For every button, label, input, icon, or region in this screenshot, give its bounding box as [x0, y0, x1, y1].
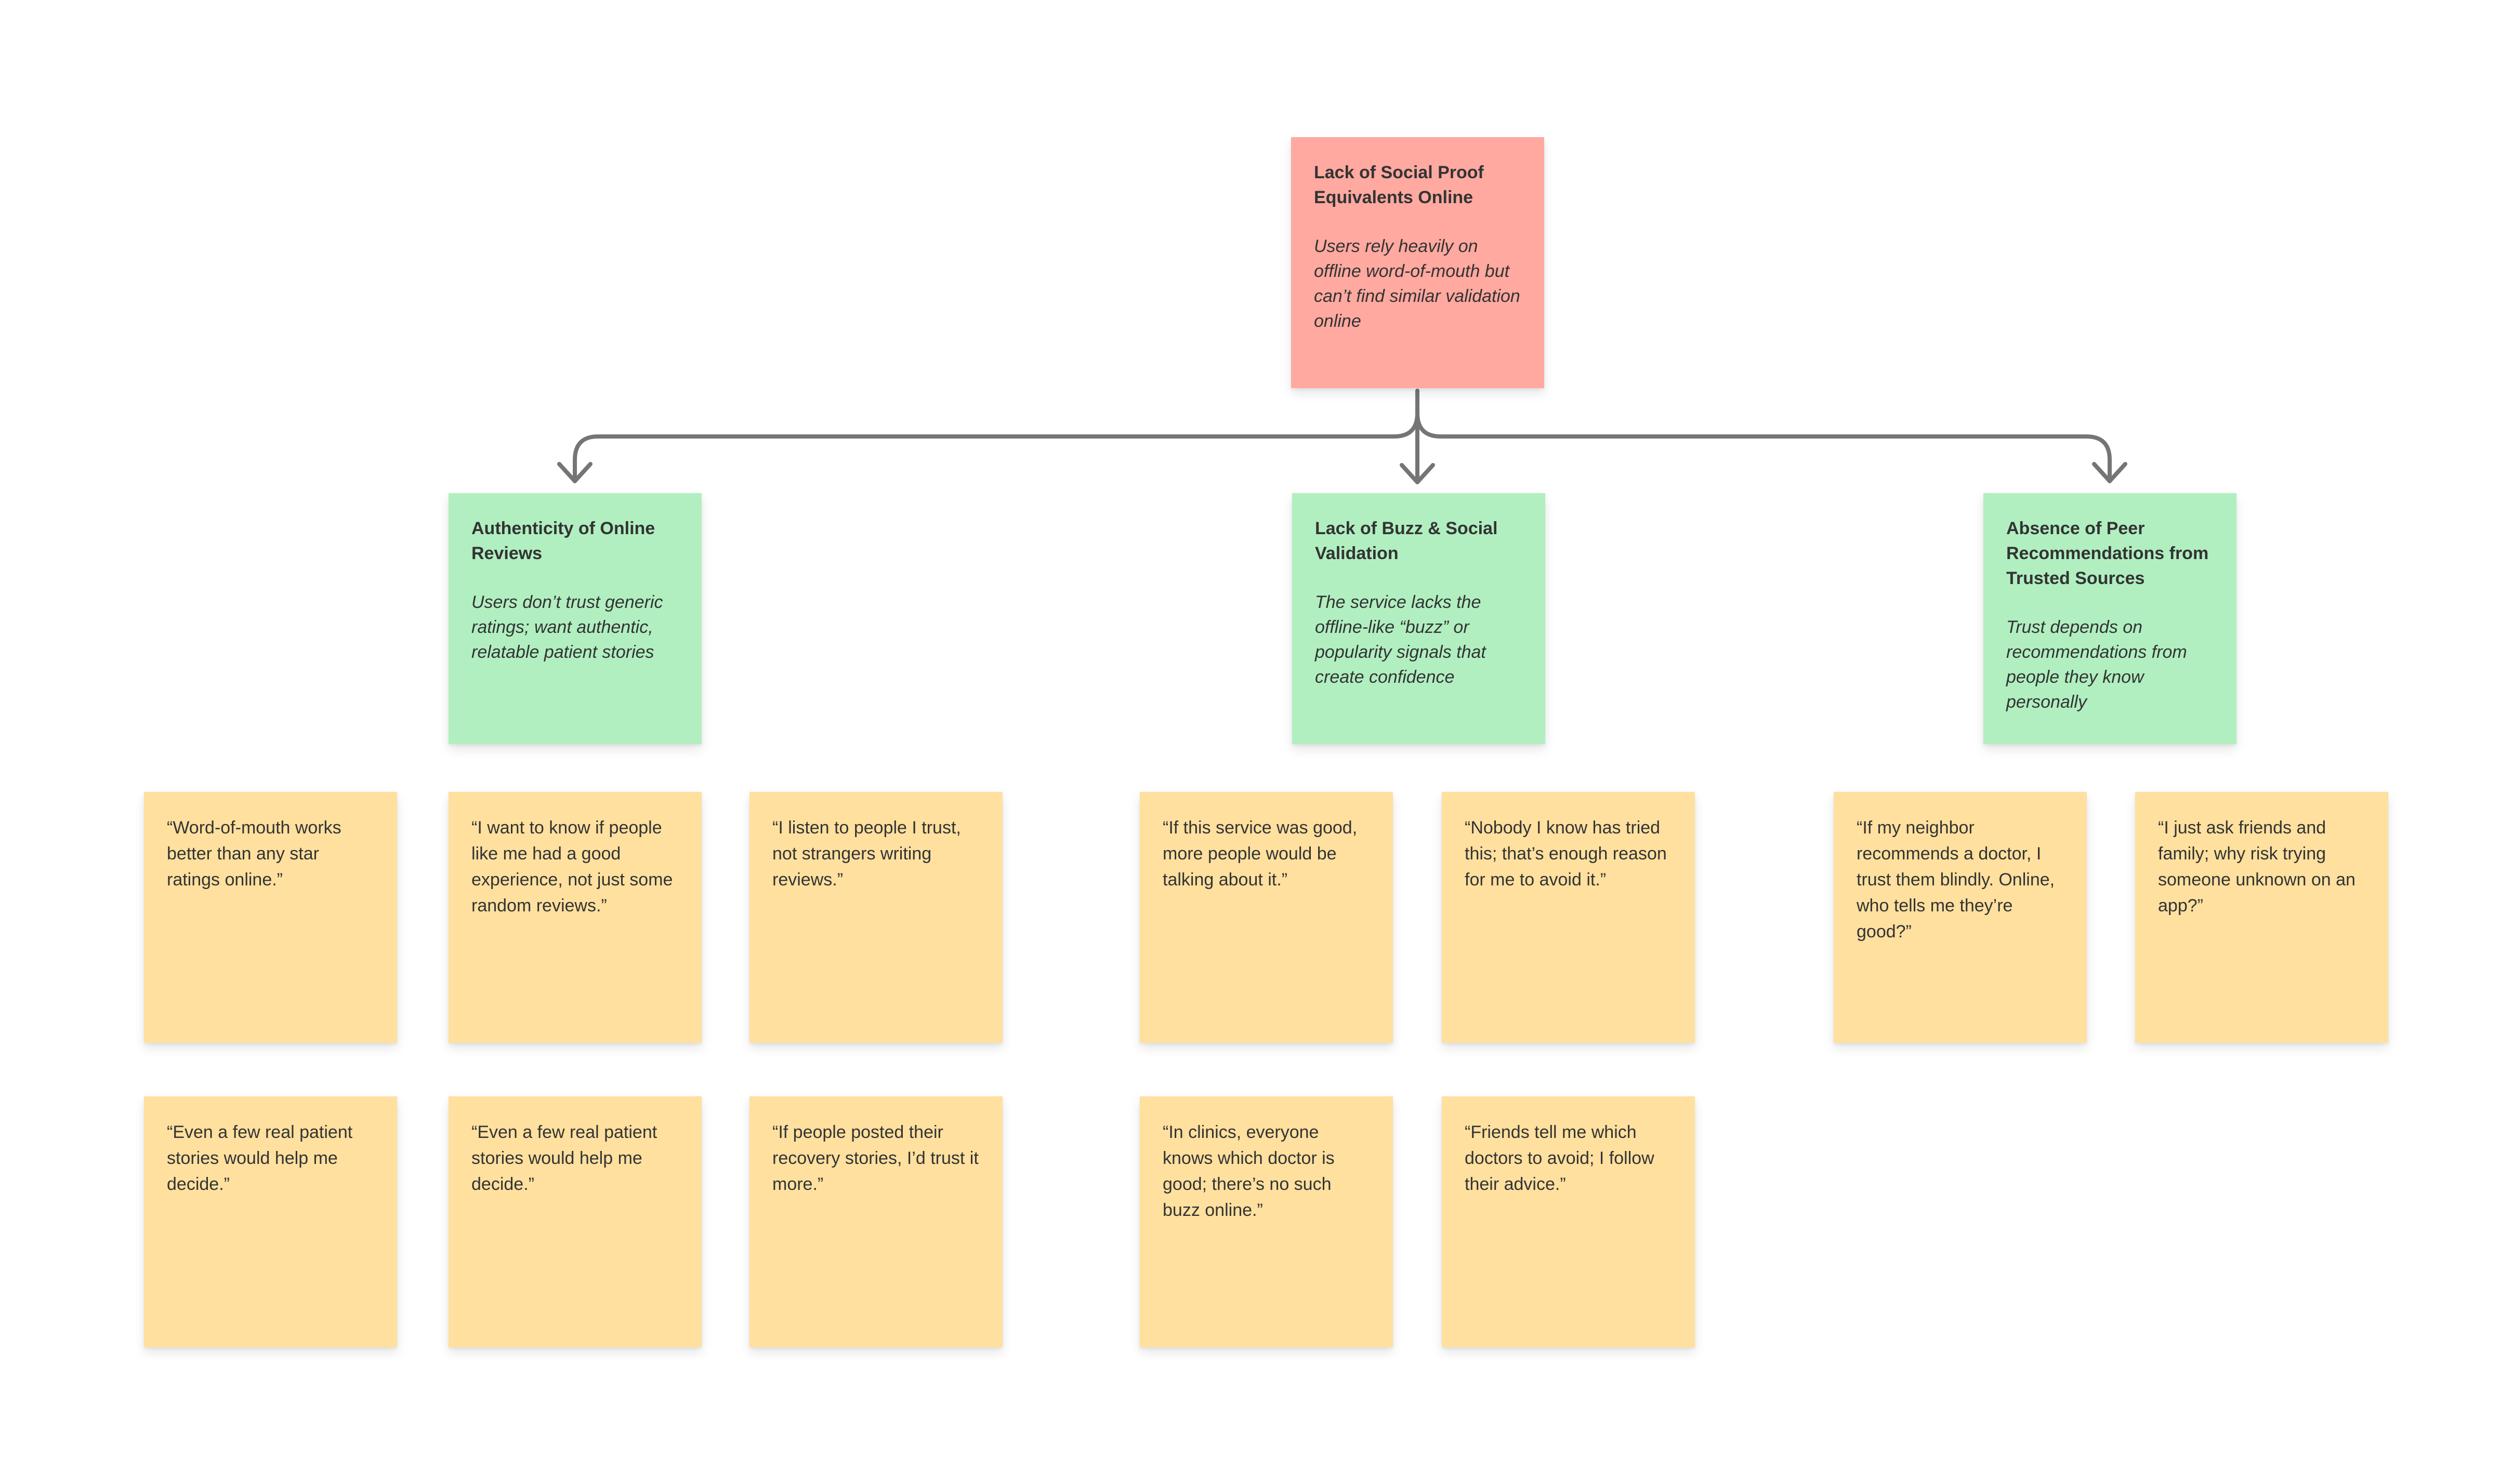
- sticky-note-quote[interactable]: “I want to know if people like me had a …: [449, 792, 702, 1043]
- sticky-note-quote[interactable]: “Friends tell me which doctors to avoid;…: [1442, 1096, 1695, 1347]
- note-text: “Word-of-mouth works better than any sta…: [167, 818, 341, 890]
- note-title: Absence of Peer Recommendations from Tru…: [2006, 519, 2209, 588]
- note-text: “I want to know if people like me had a …: [471, 818, 673, 916]
- sticky-note-theme-peer-recommendations[interactable]: Absence of Peer Recommendations from Tru…: [1983, 493, 2236, 744]
- note-text: “Even a few real patient stories would h…: [471, 1122, 657, 1194]
- note-text: “If my neighbor recommends a doctor, I t…: [1857, 818, 2055, 942]
- sticky-note-theme-buzz[interactable]: Lack of Buzz & Social Validation The ser…: [1292, 493, 1545, 744]
- sticky-note-quote[interactable]: “Nobody I know has tried this; that’s en…: [1442, 792, 1695, 1043]
- sticky-note-quote[interactable]: “If my neighbor recommends a doctor, I t…: [1834, 792, 2087, 1043]
- note-text: “Friends tell me which doctors to avoid;…: [1465, 1122, 1654, 1194]
- note-body: Trust depends on recommendations from pe…: [2006, 617, 2187, 712]
- sticky-note-quote[interactable]: “I just ask friends and family; why risk…: [2135, 792, 2388, 1043]
- note-text: “I listen to people I trust, not strange…: [772, 818, 961, 890]
- note-text: “Even a few real patient stories would h…: [167, 1122, 353, 1194]
- note-body: The service lacks the offline-like “buzz…: [1315, 592, 1486, 687]
- sticky-note-quote[interactable]: “Word-of-mouth works better than any sta…: [144, 792, 397, 1043]
- note-text: “If people posted their recovery stories…: [772, 1122, 979, 1194]
- arrowhead-center-icon: [1400, 463, 1435, 484]
- sticky-note-quote[interactable]: “In clinics, everyone knows which doctor…: [1140, 1096, 1393, 1347]
- sticky-note-quote[interactable]: “If people posted their recovery stories…: [749, 1096, 1003, 1347]
- note-text: “If this service was good, more people w…: [1163, 818, 1358, 890]
- note-title: Lack of Social Proof Equivalents Online: [1314, 163, 1484, 207]
- sticky-note-root-insight[interactable]: Lack of Social Proof Equivalents Online …: [1291, 137, 1544, 388]
- arrowhead-left-icon: [557, 462, 593, 483]
- sticky-note-quote[interactable]: “Even a few real patient stories would h…: [144, 1096, 397, 1347]
- note-text: “Nobody I know has tried this; that’s en…: [1465, 818, 1667, 890]
- sticky-note-theme-authenticity[interactable]: Authenticity of Online Reviews Users don…: [449, 493, 702, 744]
- sticky-note-quote[interactable]: “I listen to people I trust, not strange…: [749, 792, 1003, 1043]
- sticky-note-quote[interactable]: “Even a few real patient stories would h…: [449, 1096, 702, 1347]
- note-text: “I just ask friends and family; why risk…: [2158, 818, 2356, 916]
- note-title: Authenticity of Online Reviews: [471, 519, 655, 563]
- note-body: Users rely heavily on offline word-of-mo…: [1314, 236, 1520, 331]
- note-body: Users don’t trust generic ratings; want …: [471, 592, 663, 662]
- arrowhead-right-icon: [2092, 462, 2127, 483]
- connector-right-segment: [1415, 411, 2112, 483]
- connector-left-segment: [573, 411, 1419, 483]
- note-title: Lack of Buzz & Social Validation: [1315, 519, 1498, 563]
- note-text: “In clinics, everyone knows which doctor…: [1163, 1122, 1335, 1220]
- sticky-note-quote[interactable]: “If this service was good, more people w…: [1140, 792, 1393, 1043]
